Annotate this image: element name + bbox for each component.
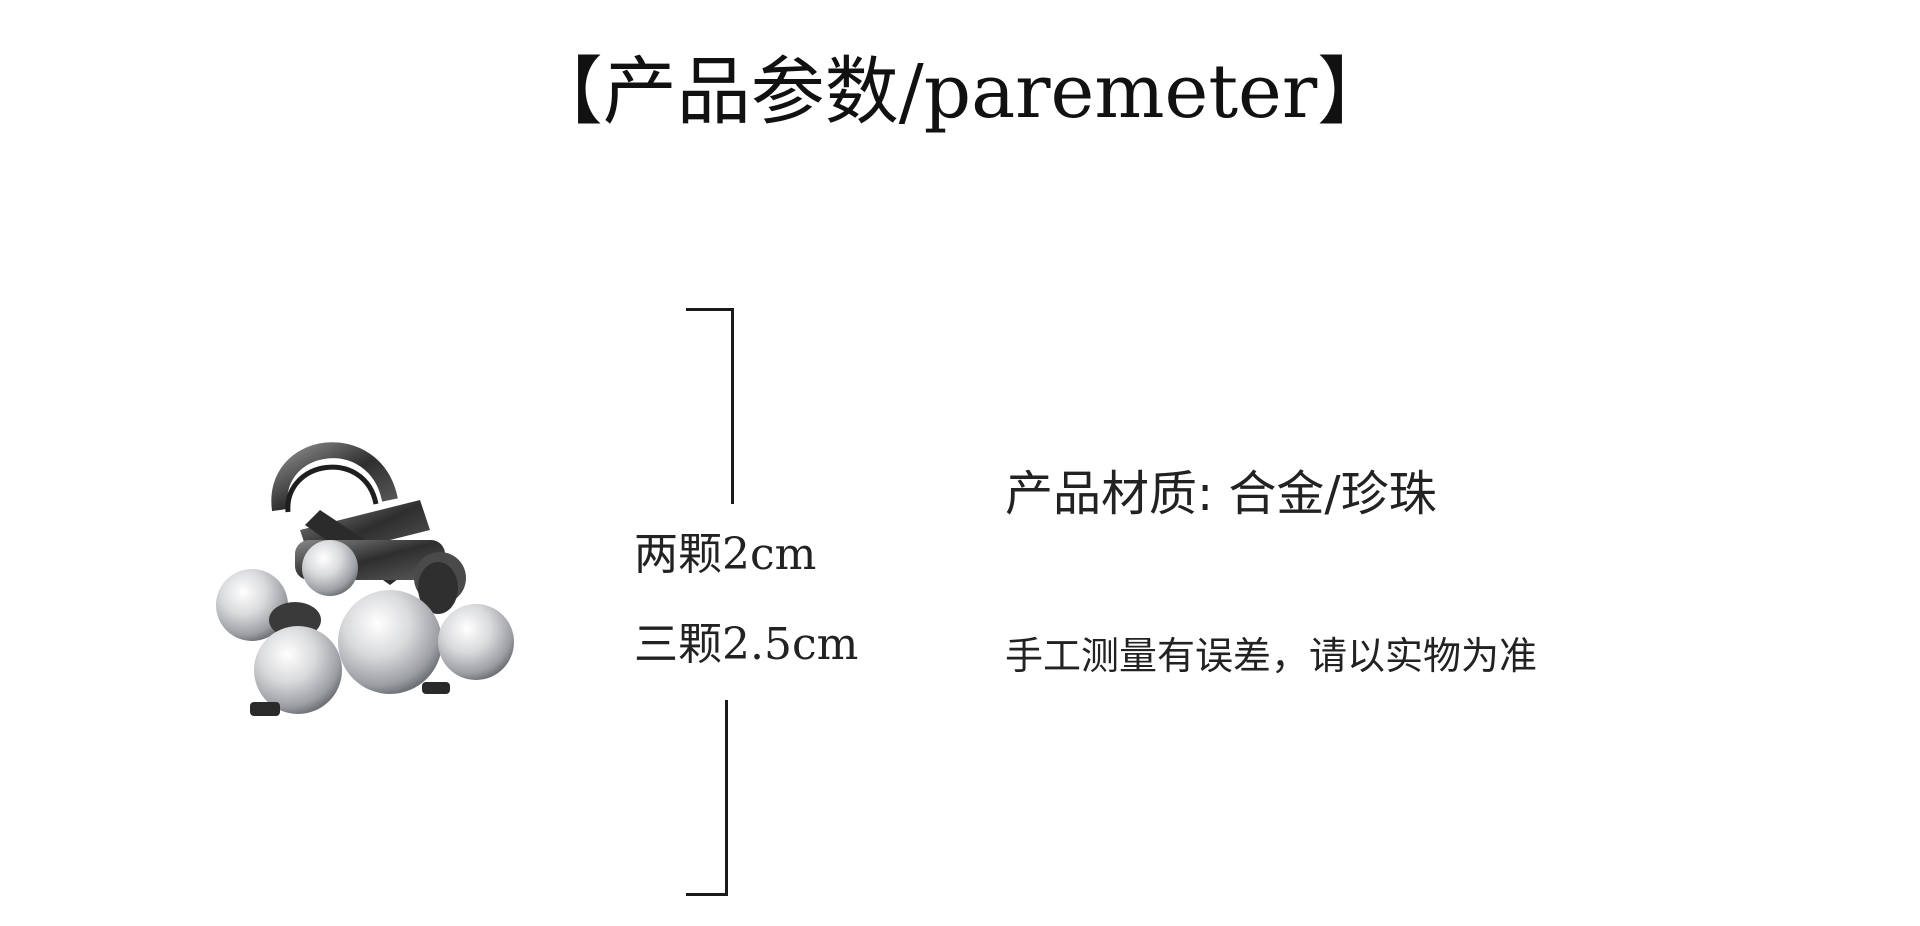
pearl-hair-clip-icon — [216, 442, 514, 716]
page-title: 【产品参数/paremeter】 — [528, 49, 1392, 135]
dimension-bracket-bottom — [686, 700, 728, 896]
size-three-beads: 三颗2.5cm — [634, 619, 859, 670]
material-spec: 产品材质: 合金/珍珠 — [1005, 466, 1437, 522]
dimension-bracket-top — [686, 308, 734, 504]
size-two-beads: 两颗2cm — [634, 529, 817, 580]
measurement-note: 手工测量有误差，请以实物为准 — [1005, 634, 1538, 678]
